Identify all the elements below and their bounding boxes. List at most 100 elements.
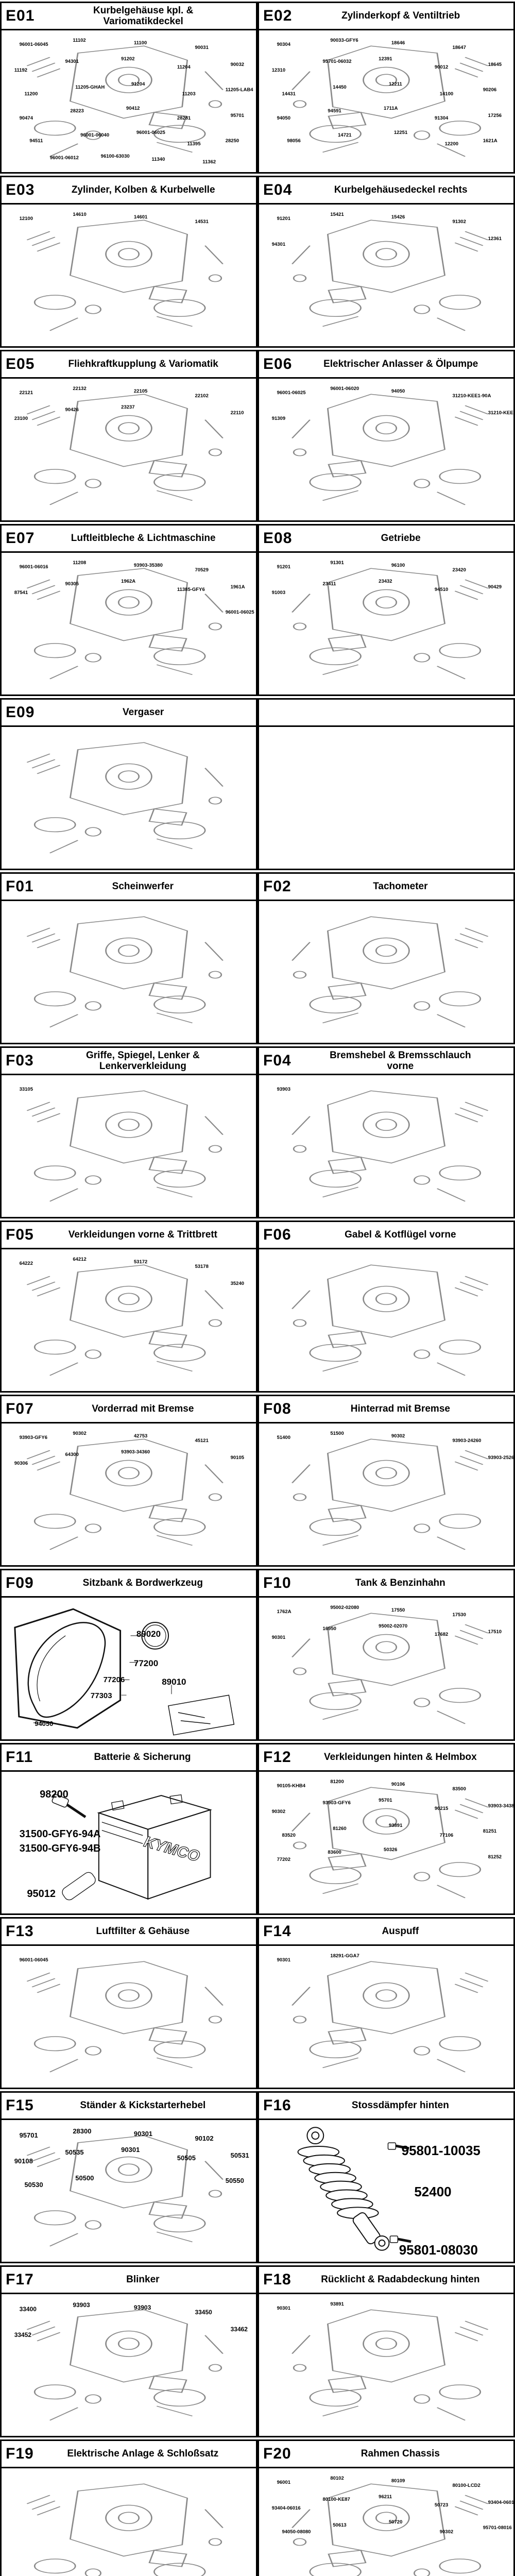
part-number-label: 12211	[388, 81, 402, 87]
part-number-label: 90302	[73, 1430, 87, 1436]
part-number-label: 18291-GGA7	[330, 1953, 359, 1959]
part-number-label: 93404-06012-06	[488, 2499, 514, 2505]
part-number-label: 96001-06025	[136, 129, 165, 135]
panel-code: F06	[263, 1226, 291, 1243]
panel-header: F02 Tachometer	[258, 872, 515, 901]
part-number-label: 91301	[330, 560, 344, 566]
part-number-label: 95701-08016	[483, 2525, 512, 2531]
panel-title: Luftleitbleche & Lichtmaschine	[71, 533, 216, 544]
exploded-diagram-sketch	[26, 742, 224, 854]
part-number-label: 93903	[73, 2301, 90, 2309]
empty-panel-header	[258, 698, 515, 727]
part-number-label: 90102	[195, 2134, 214, 2142]
part-number-label: 28223	[70, 108, 84, 114]
panel-title: Tachometer	[373, 881, 428, 892]
part-number-label: 96001	[277, 2480, 290, 2485]
panel-code: F10	[263, 1574, 291, 1591]
panel-diagram	[258, 1249, 515, 1393]
part-number-label: 91202	[121, 56, 135, 62]
part-number-label: 11203	[182, 91, 196, 97]
part-number-label: 90306	[14, 1460, 28, 1466]
part-number-label: 90032	[230, 61, 245, 67]
part-number-label: 81260	[333, 1825, 347, 1832]
part-number-label: 22121	[19, 390, 33, 396]
exploded-diagram-sketch	[291, 394, 489, 505]
part-number-label: 11395	[187, 141, 201, 147]
part-number-label: 95002-02080	[330, 1604, 359, 1611]
part-number-label: 94591	[328, 108, 341, 114]
part-number-label: 50505	[177, 2154, 196, 2162]
part-number-label: 14531	[195, 218, 209, 225]
part-number-label: 77206	[103, 1675, 125, 1685]
part-number-label: 50535	[65, 2148, 84, 2156]
part-number-label: 94050	[35, 1719, 54, 1727]
part-number-label: 93903	[277, 1087, 290, 1092]
panel-code: F02	[263, 878, 291, 895]
part-number-label: 14450	[333, 84, 347, 90]
part-number-label: 1962A	[121, 578, 136, 584]
panel-title: Verkleidungen hinten & Helmbox	[324, 1752, 477, 1763]
battery-diagram-sketch: KYMCO	[52, 1794, 212, 1901]
panel-title: Vergaser	[123, 707, 164, 718]
part-number-label: 1762A	[277, 1609, 291, 1615]
panel-title: Gabel & Kotflügel vorne	[345, 1229, 456, 1241]
part-number-label: 12100	[19, 216, 33, 222]
exploded-diagram-sketch	[291, 219, 489, 331]
part-number-label: 94301	[65, 59, 79, 64]
panel-cell-f02: F02 Tachometer	[258, 872, 515, 1044]
panel-code: F03	[6, 1052, 34, 1069]
part-number-label: 50530	[24, 2181, 43, 2189]
part-number-label: 33462	[230, 2325, 248, 2333]
part-number-label: 51400	[277, 1435, 290, 1440]
part-number-label: 14100	[439, 91, 454, 97]
panel-code: F20	[263, 2445, 291, 2462]
part-number-label: 96001-06045	[19, 1957, 48, 1963]
part-number-label: 98056	[287, 138, 301, 144]
exploded-diagram-sketch	[26, 2309, 224, 2421]
panel-code: E04	[263, 181, 293, 198]
part-number-label: 14610	[73, 211, 87, 217]
exploded-diagram-sketch	[26, 219, 224, 331]
part-number-label: 35240	[230, 1280, 245, 1286]
shock-diagram-sketch	[297, 2127, 411, 2251]
part-number-label: 80109	[391, 2478, 405, 2484]
exploded-diagram-sketch	[26, 45, 224, 157]
part-number-label: 95801-10035	[401, 2143, 480, 2158]
panel-title: Blinker	[126, 2274, 160, 2285]
part-number-label: 80102	[330, 2475, 344, 2481]
part-number-label: 81251	[483, 1828, 497, 1834]
part-number-label: 17550	[391, 1607, 405, 1614]
part-number-label: 11208	[73, 560, 87, 566]
part-number-label: 90304	[277, 42, 290, 47]
panel-title: Sitzbank & Bordwerkzeug	[82, 1578, 203, 1589]
part-number-label: 91201	[277, 564, 290, 570]
part-number-label: 33450	[195, 2308, 212, 2316]
